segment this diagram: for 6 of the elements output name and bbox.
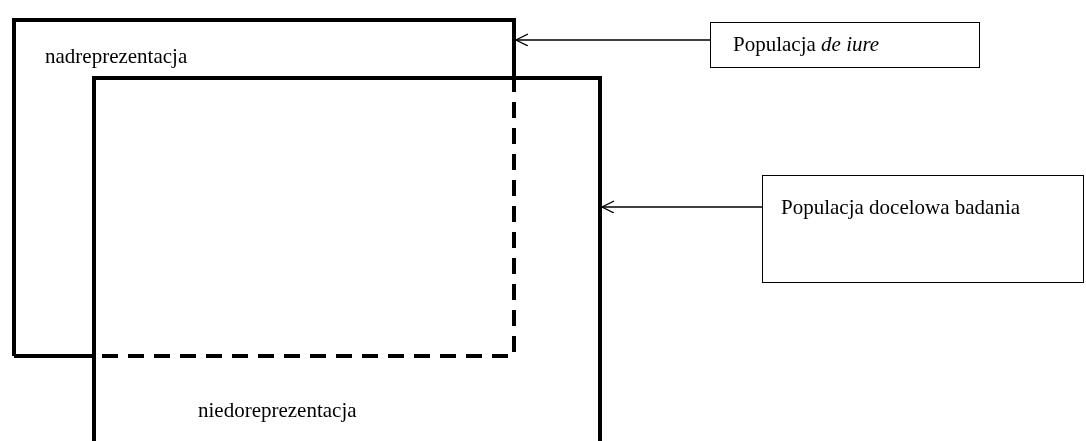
arrow — [601, 200, 763, 214]
text-box: Populacja docelowa badania — [762, 175, 1084, 283]
text-box: Populacja de iure — [710, 22, 980, 68]
arrow — [515, 33, 711, 47]
region-label: niedoreprezentacja — [198, 398, 357, 423]
region-label: nadreprezentacja — [45, 44, 188, 69]
